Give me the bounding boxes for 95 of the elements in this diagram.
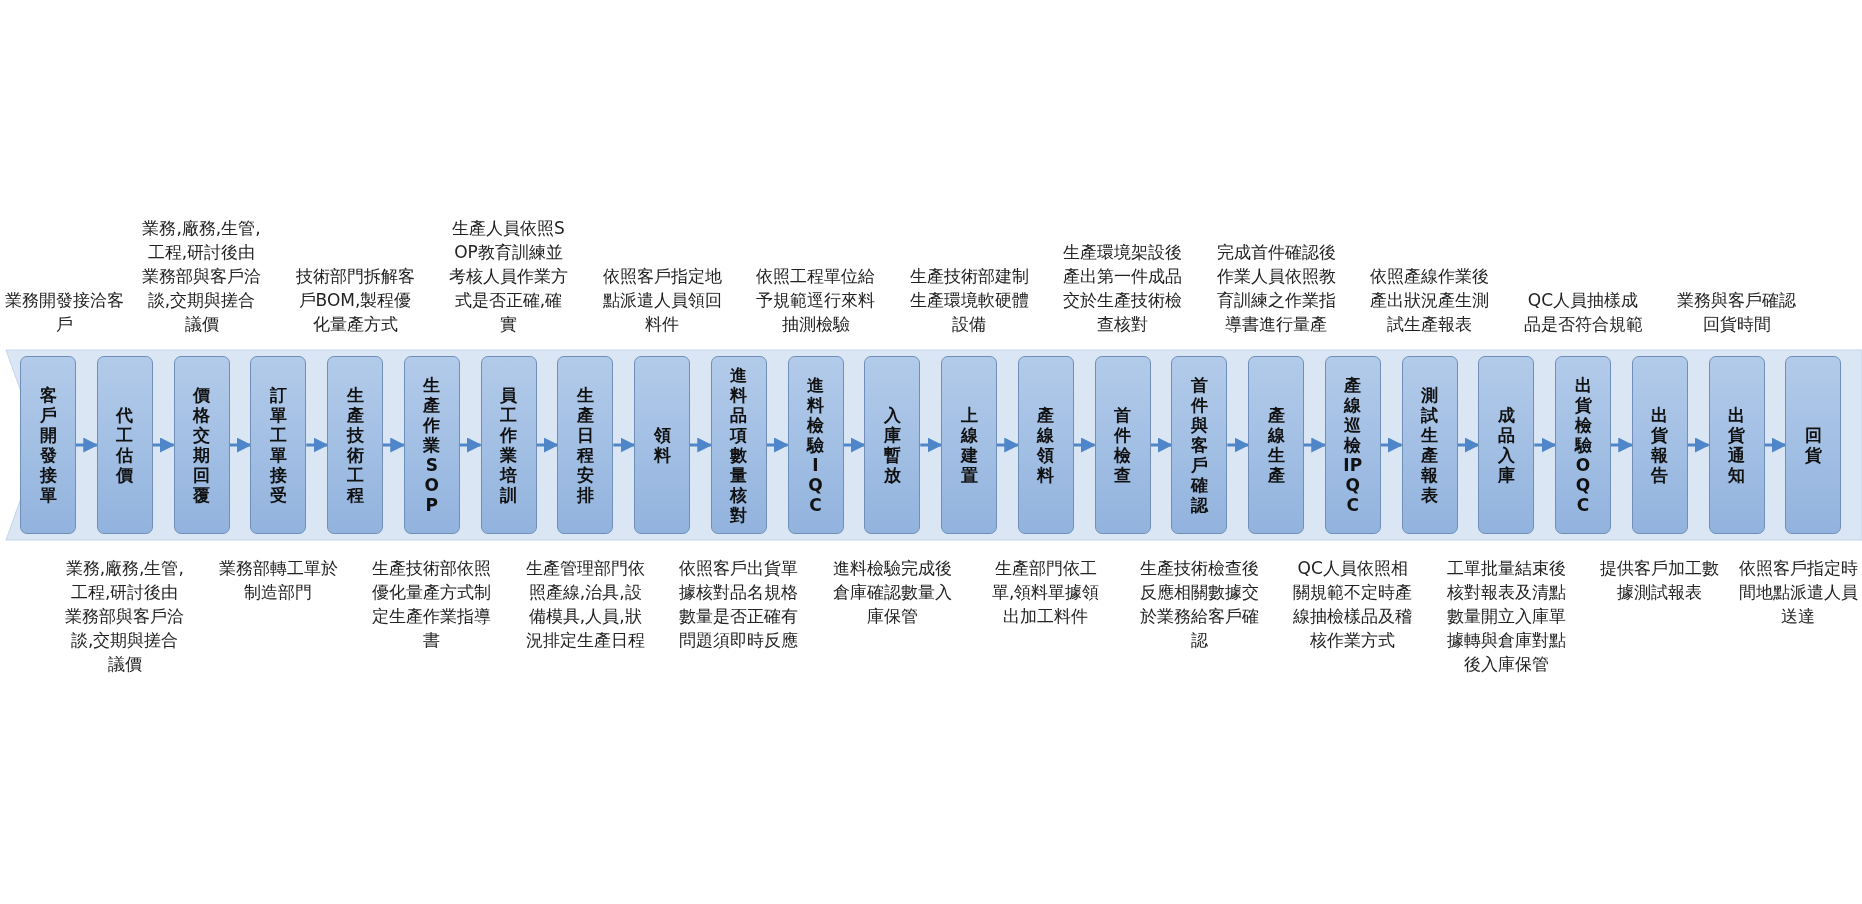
arrow <box>152 437 175 453</box>
step-description: QC人員抽樣成品是否符合規範 <box>1523 289 1643 336</box>
step-description: 生產技術部依照優化量產方式制定生產作業指導書 <box>371 557 492 652</box>
process-box <box>1785 356 1842 534</box>
arrow <box>843 437 866 453</box>
step-label: 產線領料 <box>1036 405 1056 485</box>
process-box <box>864 356 921 534</box>
step-label: 出貨報告 <box>1650 405 1670 485</box>
step-description: 生產環境架設後產出第一件成品交於生產技術檢查核對 <box>1062 241 1183 336</box>
arrow <box>459 437 482 453</box>
process-box <box>173 356 230 534</box>
step-description: 業務與客戶確認回貨時間 <box>1676 289 1797 336</box>
step-description: 依照客戶指定時間地點派遣人員送達 <box>1738 557 1858 628</box>
process-box <box>941 356 997 534</box>
process-box <box>787 356 844 534</box>
step-description: 技術部門拆解客戶BOM,製程優化量產方式 <box>295 265 415 336</box>
process-box <box>96 356 153 534</box>
step-description: 依照工程單位給予規範逕行來料抽測檢驗 <box>755 265 876 336</box>
step-description: 生產人員依照SOP教育訓練並考核人員作業方式是否正確,確實 <box>448 217 569 336</box>
step-description: 進料檢驗完成後倉庫確認數量入庫保管 <box>832 557 953 628</box>
step-label: 成品入庫 <box>1496 405 1516 485</box>
process-box <box>20 356 76 534</box>
process-box <box>557 356 614 534</box>
process-box <box>1478 356 1535 534</box>
step-description: 業務部轉工單於制造部門 <box>218 557 339 604</box>
step-label: 進料檢驗IQC <box>806 375 825 515</box>
step-label: 產線生產 <box>1266 405 1286 485</box>
arrow <box>1304 437 1327 453</box>
step-label: 員工作業培訓 <box>499 385 518 505</box>
process-box <box>1555 356 1611 534</box>
step-label: 測試生產報表 <box>1420 385 1439 505</box>
step-label: 進料品項數量核對 <box>729 365 749 525</box>
step-description: 完成首件確認後作業人員依照教育訓練之作業指導書進行量產 <box>1216 241 1336 336</box>
arrow <box>306 437 329 453</box>
arrow <box>76 437 99 453</box>
process-box <box>1401 356 1458 534</box>
step-description: 依照客戶出貨單據核對品名規格數量是否正確有問題須即時反應 <box>678 557 799 652</box>
process-box <box>480 356 537 534</box>
step-description: 業務,廠務,生管,工程,研討後由業務部與客戶洽談,交期與搓合議價 <box>141 217 262 336</box>
arrow <box>1150 437 1173 453</box>
step-label: 客戶開發接單 <box>38 385 58 505</box>
process-box <box>1248 356 1304 534</box>
step-description: 生產技術檢查後反應相關數據交於業務給客戶確認 <box>1139 557 1260 652</box>
step-label: 領料 <box>652 425 672 465</box>
step-label: 訂單工單接受 <box>268 385 288 505</box>
process-box <box>1094 356 1151 534</box>
process-box <box>327 356 383 534</box>
arrow <box>1073 437 1096 453</box>
process-box <box>250 356 307 534</box>
arrow <box>1534 437 1557 453</box>
step-label: 出貨通知 <box>1727 405 1746 485</box>
step-label: 價格交期回覆 <box>192 385 211 505</box>
step-description: 生產技術部建制生產環境軟硬體設備 <box>909 265 1029 336</box>
arrow <box>229 437 252 453</box>
process-box <box>710 356 767 534</box>
arrow <box>766 437 789 453</box>
step-label: 入庫暫放 <box>882 405 902 485</box>
arrow <box>536 437 559 453</box>
step-description: 工單批量結束後核對報表及清點數量開立入庫單據轉與倉庫對點後入庫保管 <box>1446 557 1567 676</box>
arrow <box>383 437 406 453</box>
step-description: 提供客戶加工數據測試報表 <box>1599 557 1720 604</box>
step-description: 業務,廠務,生管,工程,研討後由業務部與客戶洽談,交期與搓合議價 <box>64 557 185 676</box>
arrow <box>1687 437 1710 453</box>
step-label: 生產技術工程 <box>345 385 365 505</box>
step-description: 生產部門依工單,領料單據領出加工料件 <box>991 557 1101 628</box>
process-box <box>634 356 690 534</box>
step-label: 生產作業SOP <box>422 375 442 515</box>
arrow <box>1764 437 1787 453</box>
step-label: 首件與客戶確認 <box>1189 375 1209 515</box>
step-label: 上線建置 <box>959 405 979 485</box>
process-box <box>1017 356 1074 534</box>
step-description: 生產管理部門依照產線,治具,設備模具,人員,狀況排定生產日程 <box>525 557 646 652</box>
step-label: 出貨檢驗OQC <box>1573 375 1593 515</box>
arrow <box>690 437 713 453</box>
step-description: 依照客戶指定地點派遣人員領回料件 <box>602 265 722 336</box>
arrow <box>1227 437 1250 453</box>
arrow <box>1380 437 1403 453</box>
step-label: 代工估價 <box>115 405 135 485</box>
arrow <box>997 437 1020 453</box>
step-description: 依照產線作業後產出狀況產生測試生產報表 <box>1369 265 1490 336</box>
process-box <box>1324 356 1381 534</box>
arrow <box>613 437 636 453</box>
process-box <box>1708 356 1765 534</box>
arrow <box>920 437 943 453</box>
process-box <box>1631 356 1688 534</box>
process-box <box>1171 356 1228 534</box>
step-label: 產線巡檢IPQC <box>1343 375 1363 515</box>
arrow <box>1457 437 1480 453</box>
step-label: 回貨 <box>1803 425 1823 465</box>
step-label: 生產日程安排 <box>575 385 595 505</box>
step-description: QC人員依照相關規範不定時產線抽檢樣品及稽核作業方式 <box>1292 557 1413 652</box>
step-label: 首件檢查 <box>1113 405 1132 485</box>
arrow <box>1611 437 1634 453</box>
step-description: 業務開發接洽客戶 <box>4 289 124 336</box>
process-box <box>403 356 460 534</box>
